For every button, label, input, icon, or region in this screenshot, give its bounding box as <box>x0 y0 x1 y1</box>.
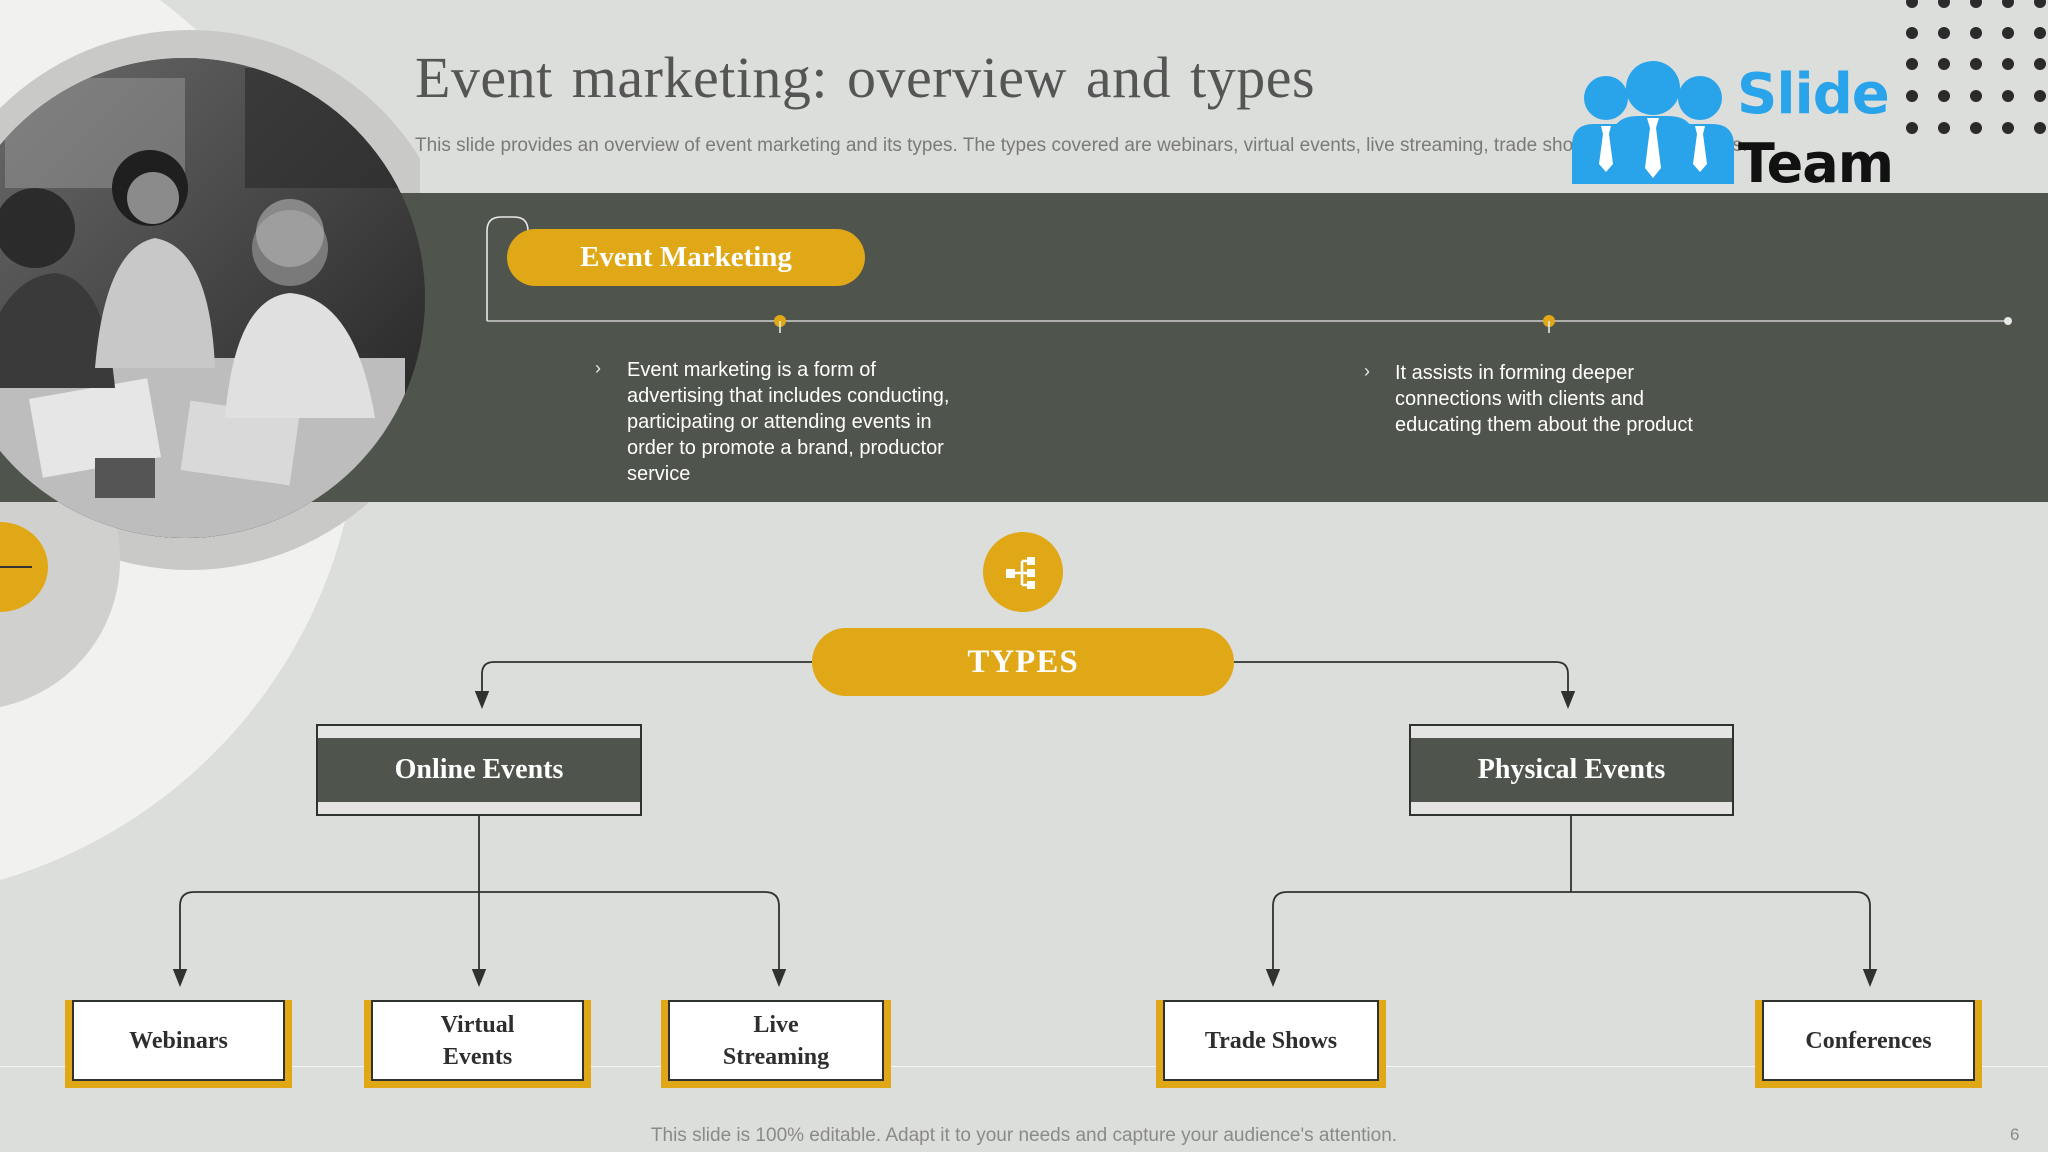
leaf-virtual-events: Virtual Events <box>364 1000 591 1088</box>
category-online-events: Online Events <box>316 724 642 816</box>
accent-dash <box>0 566 32 568</box>
leaf-live-streaming-label: Live Streaming <box>668 1000 884 1081</box>
leaf-webinars-label: Webinars <box>72 1000 285 1081</box>
leaf-live-streaming: Live Streaming <box>661 1000 891 1088</box>
category-physical-events: Physical Events <box>1409 724 1734 816</box>
hierarchy-icon <box>983 532 1063 612</box>
event-marketing-heading: Event Marketing <box>507 229 865 286</box>
team-people-icon <box>1572 61 1734 184</box>
baseline-divider <box>0 1066 2048 1067</box>
chevron-right-icon: › <box>595 358 601 378</box>
category-online-events-label: Online Events <box>318 738 640 802</box>
page-subtitle: This slide provides an overview of event… <box>415 135 1748 156</box>
leaf-trade-shows: Trade Shows <box>1156 1000 1386 1088</box>
leaf-virtual-events-label: Virtual Events <box>371 1000 584 1081</box>
page-title: Event marketing: overview and types <box>415 45 1316 110</box>
footer-note: This slide is 100% editable. Adapt it to… <box>650 1125 1398 1146</box>
leaf-webinars: Webinars <box>65 1000 292 1088</box>
page-number: 6 <box>2010 1125 2020 1144</box>
leaf-conferences: Conferences <box>1755 1000 1982 1088</box>
types-heading: TYPES <box>812 628 1234 696</box>
chevron-right-icon: › <box>1364 361 1370 381</box>
overview-point-1: Event marketing is a form of advertising… <box>627 359 950 485</box>
decorative-dot-grid <box>1906 0 2046 134</box>
overview-point-2: It assists in forming deeper connections… <box>1395 362 1693 436</box>
logo-text-slide: Slide <box>1737 62 1890 127</box>
category-physical-events-label: Physical Events <box>1411 738 1732 802</box>
leaf-conferences-label: Conferences <box>1762 1000 1975 1081</box>
leaf-trade-shows-label: Trade Shows <box>1163 1000 1379 1081</box>
logo-text-team: Team <box>1738 132 1894 195</box>
overview-timeline <box>486 216 2012 333</box>
